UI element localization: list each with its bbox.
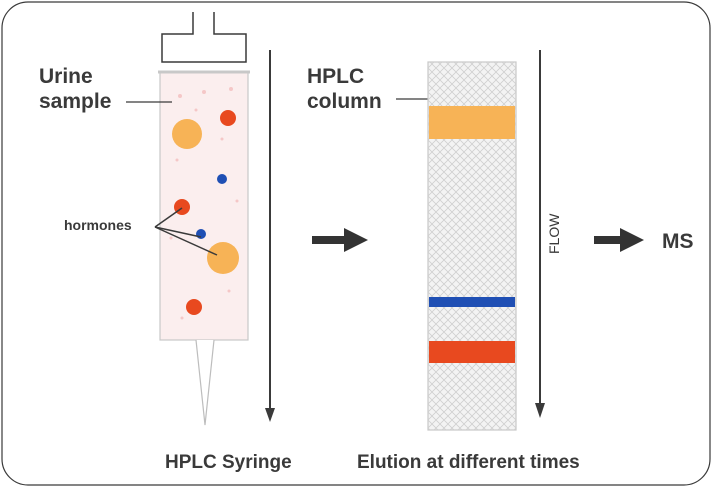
syringe-barrel [159,71,249,341]
band-blue [429,297,515,307]
caption-hplc-syringe: HPLC Syringe [165,452,292,473]
syringe-arrow-head [265,408,275,422]
column-label-line1: HPLC [307,65,365,88]
ms-label: MS [662,230,694,253]
hormones-label: hormones [64,217,132,233]
band-red [429,341,515,363]
ms-arrow-icon [594,228,644,252]
syringe-plunger [161,12,247,63]
hormone-blue-1 [217,174,227,184]
right-arrow-icon [312,228,368,252]
hormone-red-3 [186,299,202,315]
urine-sample-label: Urine sample [39,64,111,114]
caption-elution: Elution at different times [357,452,580,473]
hormone-pointers [154,207,218,256]
syringe-needle [195,339,215,426]
urine-label-line2: sample [39,90,112,113]
flow-arrow-head [535,403,545,418]
column-label-line2: column [307,90,382,113]
hplc-column-label: HPLC column [307,64,382,114]
sample-specks [169,87,239,320]
hormone-large-2 [207,242,239,274]
flow-label: FLOW [546,213,562,254]
hormone-large-1 [172,119,202,149]
urine-label-line1: Urine [39,65,93,88]
hormone-red-1 [220,110,236,126]
hormone-blue-2 [196,229,206,239]
band-orange [429,106,515,139]
